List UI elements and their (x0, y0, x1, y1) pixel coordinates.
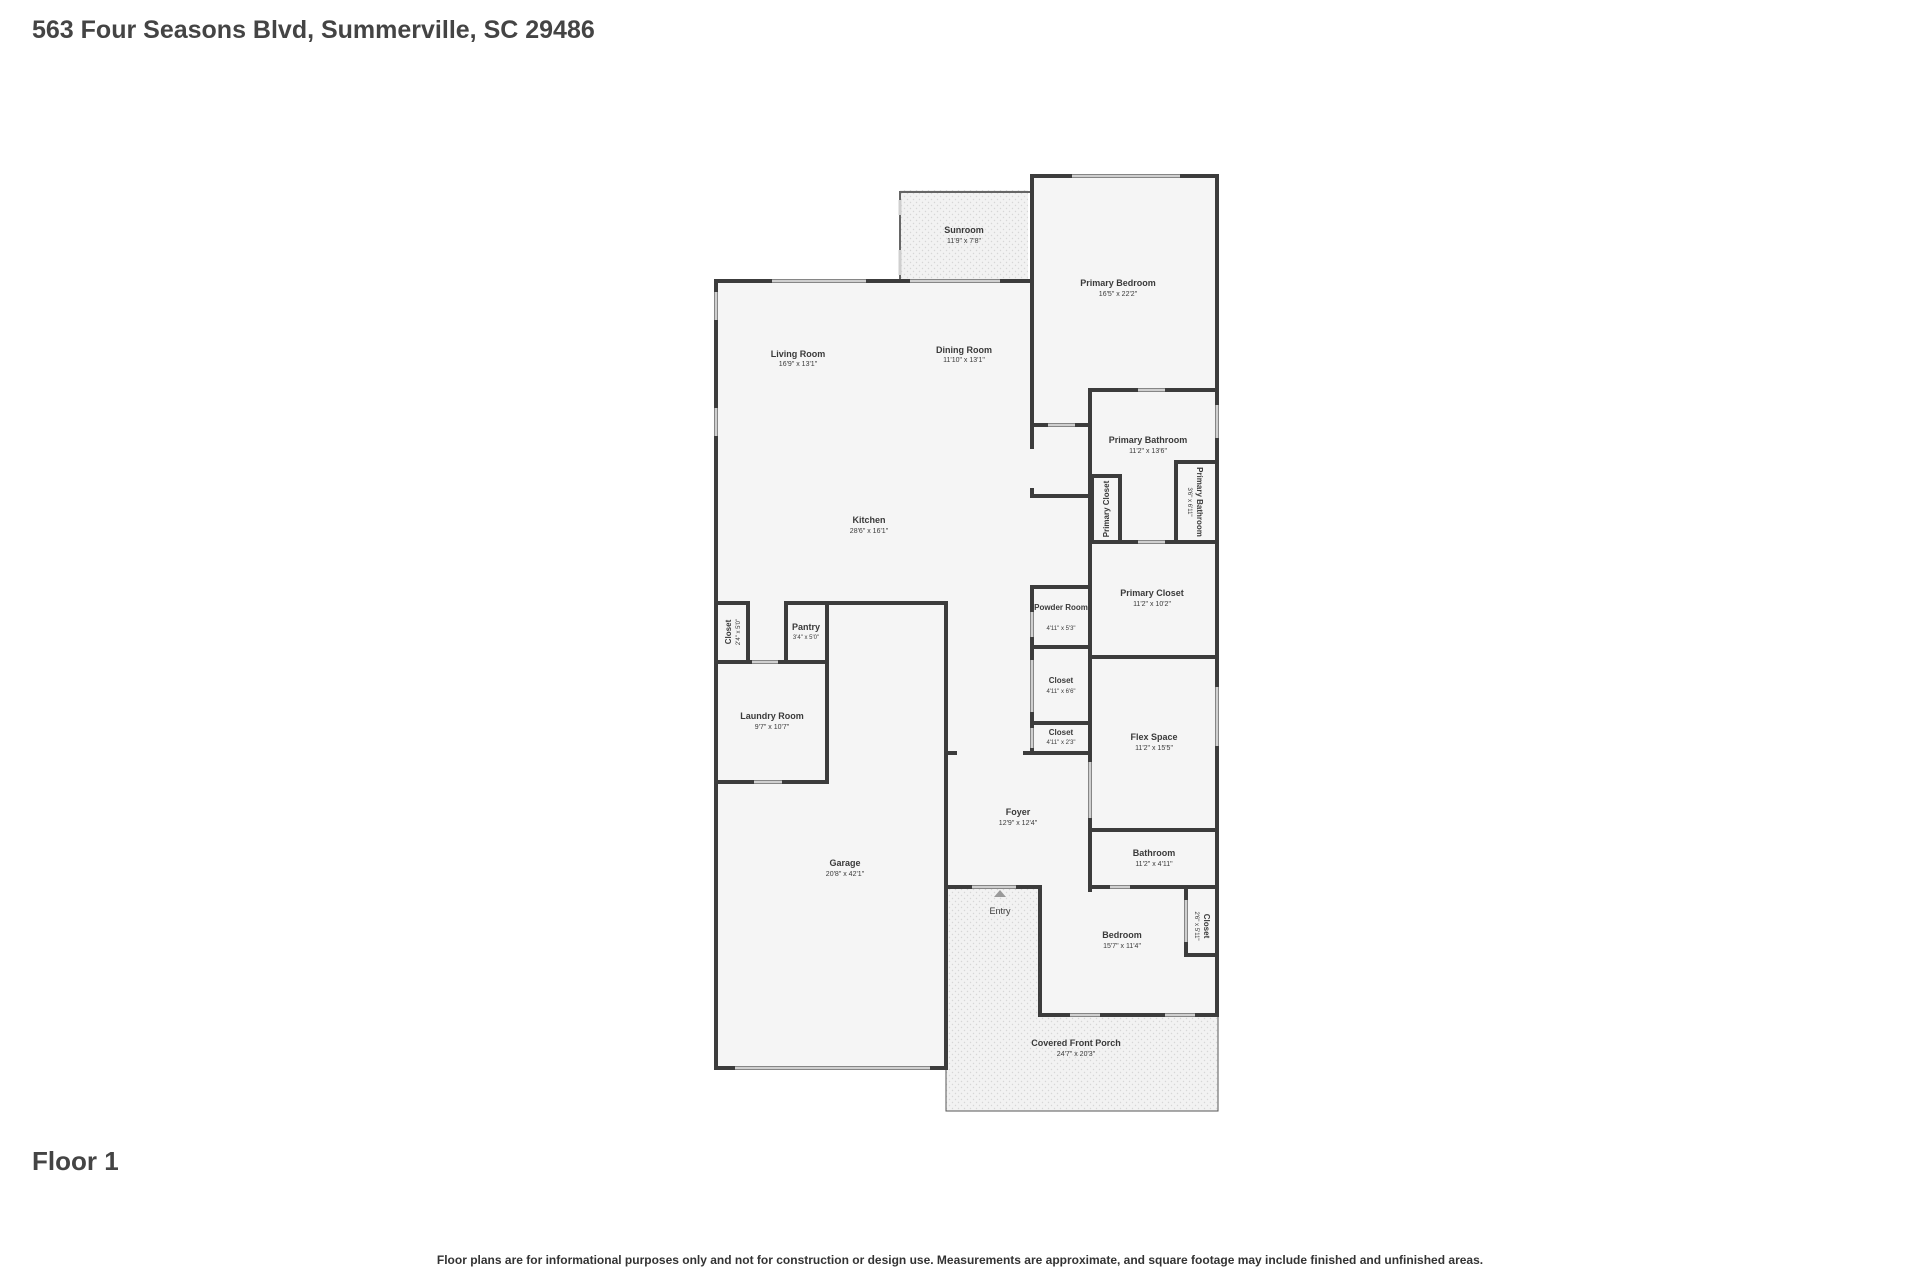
room-name: Primary Closet (1120, 588, 1184, 598)
room-name: Bedroom (1102, 930, 1142, 940)
room-label-kitchen: Kitchen 28'6" x 16'1" (850, 515, 889, 535)
room-dims: 11'2" x 10'2" (1133, 601, 1171, 608)
room-name: Powder Room (1034, 603, 1088, 612)
room-name: Flex Space (1130, 732, 1177, 742)
room-name: Foyer (1006, 807, 1031, 817)
room-label-entry: Entry (989, 906, 1011, 916)
room-label-primary-bedroom: Primary Bedroom 16'5" x 22'2" (1080, 278, 1156, 298)
room-name: Primary Bathroom (1109, 435, 1188, 445)
room-name: Closet (1049, 728, 1074, 737)
room-label-covered-front-porch: Covered Front Porch 24'7" x 20'3" (1031, 1038, 1121, 1058)
room-dims: 4'11" x 6'6" (1046, 689, 1075, 695)
room-dims: 16'5" x 22'2" (1099, 291, 1138, 298)
room-label-flex-space: Flex Space 11'2" x 15'5" (1130, 732, 1177, 752)
room-dims: 2'4" x 5'0" (736, 619, 742, 645)
room-label-primary-closet-small: Primary Closet (1102, 480, 1111, 537)
sunroom-floor (900, 190, 1028, 280)
page-title: 563 Four Seasons Blvd, Summerville, SC 2… (32, 16, 595, 44)
room-dims: 28'6" x 16'1" (850, 528, 889, 535)
room-label-dining-room: Dining Room 11'10" x 13'1" (936, 345, 992, 364)
room-label-sunroom: Sunroom 11'9" x 7'8" (944, 225, 984, 245)
room-name: Primary Bathroom (1195, 467, 1204, 537)
room-dims: 11'2" x 4'11" (1135, 861, 1173, 868)
room-name: Covered Front Porch (1031, 1038, 1121, 1048)
room-name: Kitchen (852, 515, 885, 525)
room-label-closet-bedroom: Closet 2'6" x 5'11" (1193, 911, 1211, 940)
room-dims: 4'11" x 2'3" (1046, 740, 1075, 746)
room-name: Dining Room (936, 345, 992, 355)
room-name: Primary Closet (1102, 480, 1111, 537)
room-dims: 9'7" x 10'7" (755, 724, 790, 731)
room-name: Pantry (792, 622, 820, 632)
room-label-garage: Garage 20'8" x 42'1" (826, 858, 865, 878)
room-label-bathroom: Bathroom 11'2" x 4'11" (1133, 848, 1176, 868)
room-label-living-room: Living Room 16'9" x 13'1" (771, 349, 826, 368)
room-name: Sunroom (944, 225, 984, 235)
room-dims: 11'10" x 13'1" (943, 357, 985, 364)
room-label-closet-a: Closet 4'11" x 6'6" (1046, 676, 1075, 695)
room-name: Garage (829, 858, 860, 868)
room-label-closet-b: Closet 4'11" x 2'3" (1046, 728, 1075, 746)
room-dims: 16'9" x 13'1" (779, 361, 818, 368)
room-dims: 15'7" x 11'4" (1103, 943, 1141, 950)
room-dims: 20'8" x 42'1" (826, 871, 865, 878)
room-dims: 12'9" x 12'4" (999, 820, 1038, 827)
room-label-pantry: Pantry 3'4" x 5'0" (792, 622, 820, 641)
room-name: Living Room (771, 349, 826, 359)
room-name: Entry (989, 906, 1011, 916)
room-name: Bathroom (1133, 848, 1176, 858)
room-label-foyer: Foyer 12'9" x 12'4" (999, 807, 1038, 827)
room-label-primary-bathroom-small: Primary Bathroom 3'6" x 6'11" (1186, 467, 1204, 537)
room-dims: 24'7" x 20'3" (1057, 1051, 1096, 1058)
room-dims: 11'2" x 13'6" (1129, 448, 1167, 455)
room-label-laundry-room: Laundry Room 9'7" x 10'7" (740, 711, 804, 731)
room-name: Closet (1049, 676, 1074, 685)
room-label-primary-closet: Primary Closet 11'2" x 10'2" (1120, 588, 1184, 608)
room-label-bedroom: Bedroom 15'7" x 11'4" (1102, 930, 1142, 950)
room-dims: 2'6" x 5'11" (1193, 911, 1199, 940)
disclaimer: Floor plans are for informational purpos… (436, 1253, 1484, 1267)
windows (714, 174, 1219, 1070)
room-label-powder-room: Powder Room 4'11" x 5'3" (1034, 603, 1088, 632)
room-dims: 3'4" x 5'0" (793, 635, 819, 641)
room-dims: 3'6" x 6'11" (1186, 487, 1192, 516)
room-name: Closet (724, 619, 733, 644)
room-name: Laundry Room (740, 711, 804, 721)
room-name: Closet (1202, 914, 1211, 939)
room-dims: 4'11" x 5'3" (1046, 626, 1075, 632)
room-label-closet-kitchen: Closet 2'4" x 5'0" (724, 619, 742, 645)
room-dims: 11'9" x 7'8" (947, 238, 981, 245)
room-name: Primary Bedroom (1080, 278, 1156, 288)
room-label-primary-bathroom: Primary Bathroom 11'2" x 13'6" (1109, 435, 1188, 455)
floor-label: Floor 1 (32, 1146, 119, 1176)
room-dims: 11'2" x 15'5" (1135, 745, 1173, 752)
entry-arrow-icon (994, 890, 1006, 897)
